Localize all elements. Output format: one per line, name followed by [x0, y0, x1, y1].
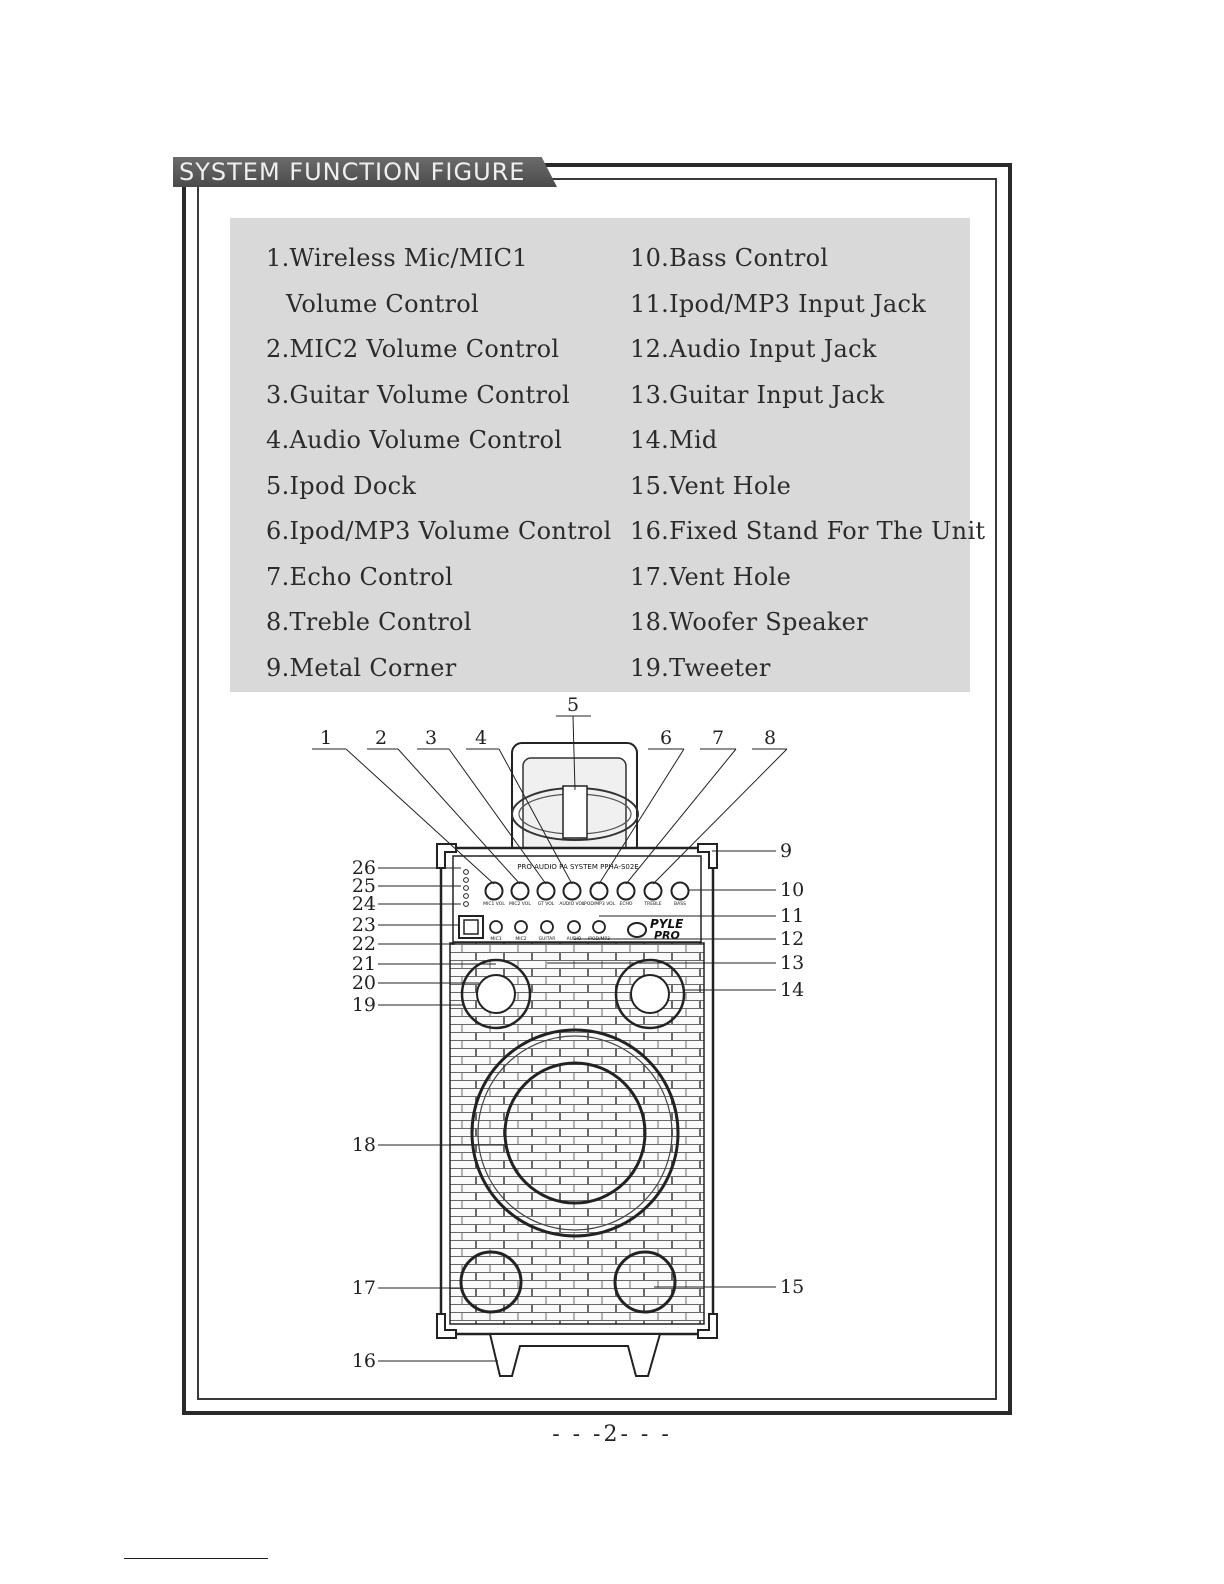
callout-number: 3 — [425, 727, 437, 749]
fixed-stand — [488, 1333, 662, 1377]
callout-number: 10 — [780, 879, 804, 901]
callout-number: 2 — [375, 727, 387, 749]
vent-holes — [459, 1250, 677, 1314]
section-title: SYSTEM FUNCTION FIGURE — [173, 157, 557, 187]
volume-knob — [643, 881, 663, 901]
knob-label: MIC2 VOL — [509, 901, 531, 907]
legend-right-column: 10.Bass Control 11.Ipod/MP3 Input Jack 12.… — [630, 236, 985, 691]
callout-leader — [345, 748, 495, 885]
legend-item: 18.Woofer Speaker — [630, 608, 868, 636]
legend-item: 2.MIC2 Volume Control — [266, 335, 560, 363]
knob-label: ECHO — [620, 901, 633, 907]
legend-item: 7.Echo Control — [266, 562, 454, 591]
callout-number: 12 — [780, 928, 804, 950]
knob-label: IPOD/MP3 VOL — [583, 901, 616, 907]
legend-item: 14.Mid — [630, 426, 718, 454]
volume-knob — [484, 881, 504, 901]
callout-leader — [572, 715, 576, 791]
legend-item: 8.Treble Control — [266, 608, 472, 636]
callout-number: 1 — [320, 727, 332, 749]
volume-knob — [670, 881, 690, 901]
callout-number: 20 — [352, 972, 376, 994]
callout-number: 4 — [475, 727, 487, 749]
volume-knob — [616, 881, 636, 901]
knob-label: BASS — [674, 901, 686, 907]
callout-number: 7 — [712, 727, 724, 749]
callout-leader — [625, 748, 737, 885]
knob-label: TREBLE — [643, 901, 661, 907]
callout-number: 9 — [780, 840, 792, 862]
callout-number: 25 — [352, 875, 376, 897]
callout-number: 22 — [352, 933, 376, 955]
page-number: - - -2- - - — [552, 1422, 672, 1447]
callout-number: 13 — [780, 952, 804, 974]
input-jack — [567, 920, 581, 934]
volume-knob — [589, 881, 609, 901]
callout-number: 26 — [352, 857, 376, 879]
legend-item: 17.Vent Hole — [630, 562, 792, 591]
input-jack — [514, 920, 528, 934]
callout-number: 16 — [352, 1350, 376, 1372]
callout-number: 6 — [660, 727, 672, 749]
callout-number: 23 — [352, 914, 376, 936]
legend-item: 3.Guitar Volume Control — [266, 380, 570, 409]
brand-name: PYLE — [650, 917, 684, 931]
legend-item: 5.Ipod Dock — [266, 471, 417, 500]
callout-number: 14 — [780, 979, 804, 1001]
legend-item: 19.Tweeter — [630, 653, 771, 682]
callout-number: 24 — [352, 893, 376, 915]
callout-number: 19 — [352, 994, 376, 1016]
dock-handle — [511, 742, 639, 856]
power-switch — [458, 915, 484, 939]
legend-item: 4.Audio Volume Control — [266, 426, 563, 454]
callout-number: 18 — [352, 1134, 376, 1156]
legend-item: 16.Fixed Stand For The Unit — [630, 517, 986, 545]
callout-leader — [652, 748, 788, 885]
jack-label: MIC2 — [515, 936, 526, 942]
brand-logo: PYLE PRO — [627, 917, 684, 942]
callout-number: 17 — [352, 1277, 376, 1299]
volume-knob — [536, 881, 556, 901]
volume-knob — [510, 881, 530, 901]
jack-label: GUITAR — [539, 936, 556, 942]
callout-number: 21 — [352, 953, 376, 975]
mid-speakers — [460, 958, 686, 1030]
callout-leader — [448, 748, 547, 885]
input-jack — [489, 920, 503, 934]
legend-item: 11.Ipod/MP3 Input Jack — [630, 289, 927, 318]
panel-title: PRO AUDIO PA SYSTEM PPHA-S02E — [517, 863, 638, 871]
callout-number: 15 — [780, 1276, 804, 1298]
input-jack — [540, 920, 554, 934]
legend-item: 12.Audio Input Jack — [630, 335, 877, 363]
knob-label: AUDIO VOL — [559, 901, 585, 907]
footnote-rule — [124, 1558, 268, 1559]
legend-item: 6.Ipod/MP3 Volume Control — [266, 517, 612, 545]
inner-frame — [197, 178, 997, 1400]
callout-leader — [498, 748, 573, 885]
volume-knob — [562, 881, 582, 901]
legend-item: 13.Guitar Input Jack — [630, 380, 885, 409]
woofer-speaker — [470, 1028, 680, 1238]
callout-leader — [598, 748, 685, 885]
jack-label: MIC1 — [490, 936, 501, 942]
legend-item: 1.Wireless Mic/MIC1 — [266, 244, 528, 272]
brand-sub: PRO — [654, 929, 680, 942]
indicator-leds — [463, 869, 469, 907]
knob-label: GT VOL — [538, 901, 555, 907]
input-jack — [592, 920, 606, 934]
callout-number: 5 — [567, 694, 579, 716]
callout-number: 8 — [764, 727, 776, 749]
knob-label: MIC1 VOL — [483, 901, 505, 907]
legend-item: 10.Bass Control — [630, 244, 829, 272]
legend-item: 9.Metal Corner — [266, 653, 457, 682]
legend-item: Volume Control — [286, 289, 480, 318]
legend-item: 15.Vent Hole — [630, 471, 792, 500]
callout-leader — [397, 748, 521, 885]
callout-number: 11 — [780, 905, 804, 927]
